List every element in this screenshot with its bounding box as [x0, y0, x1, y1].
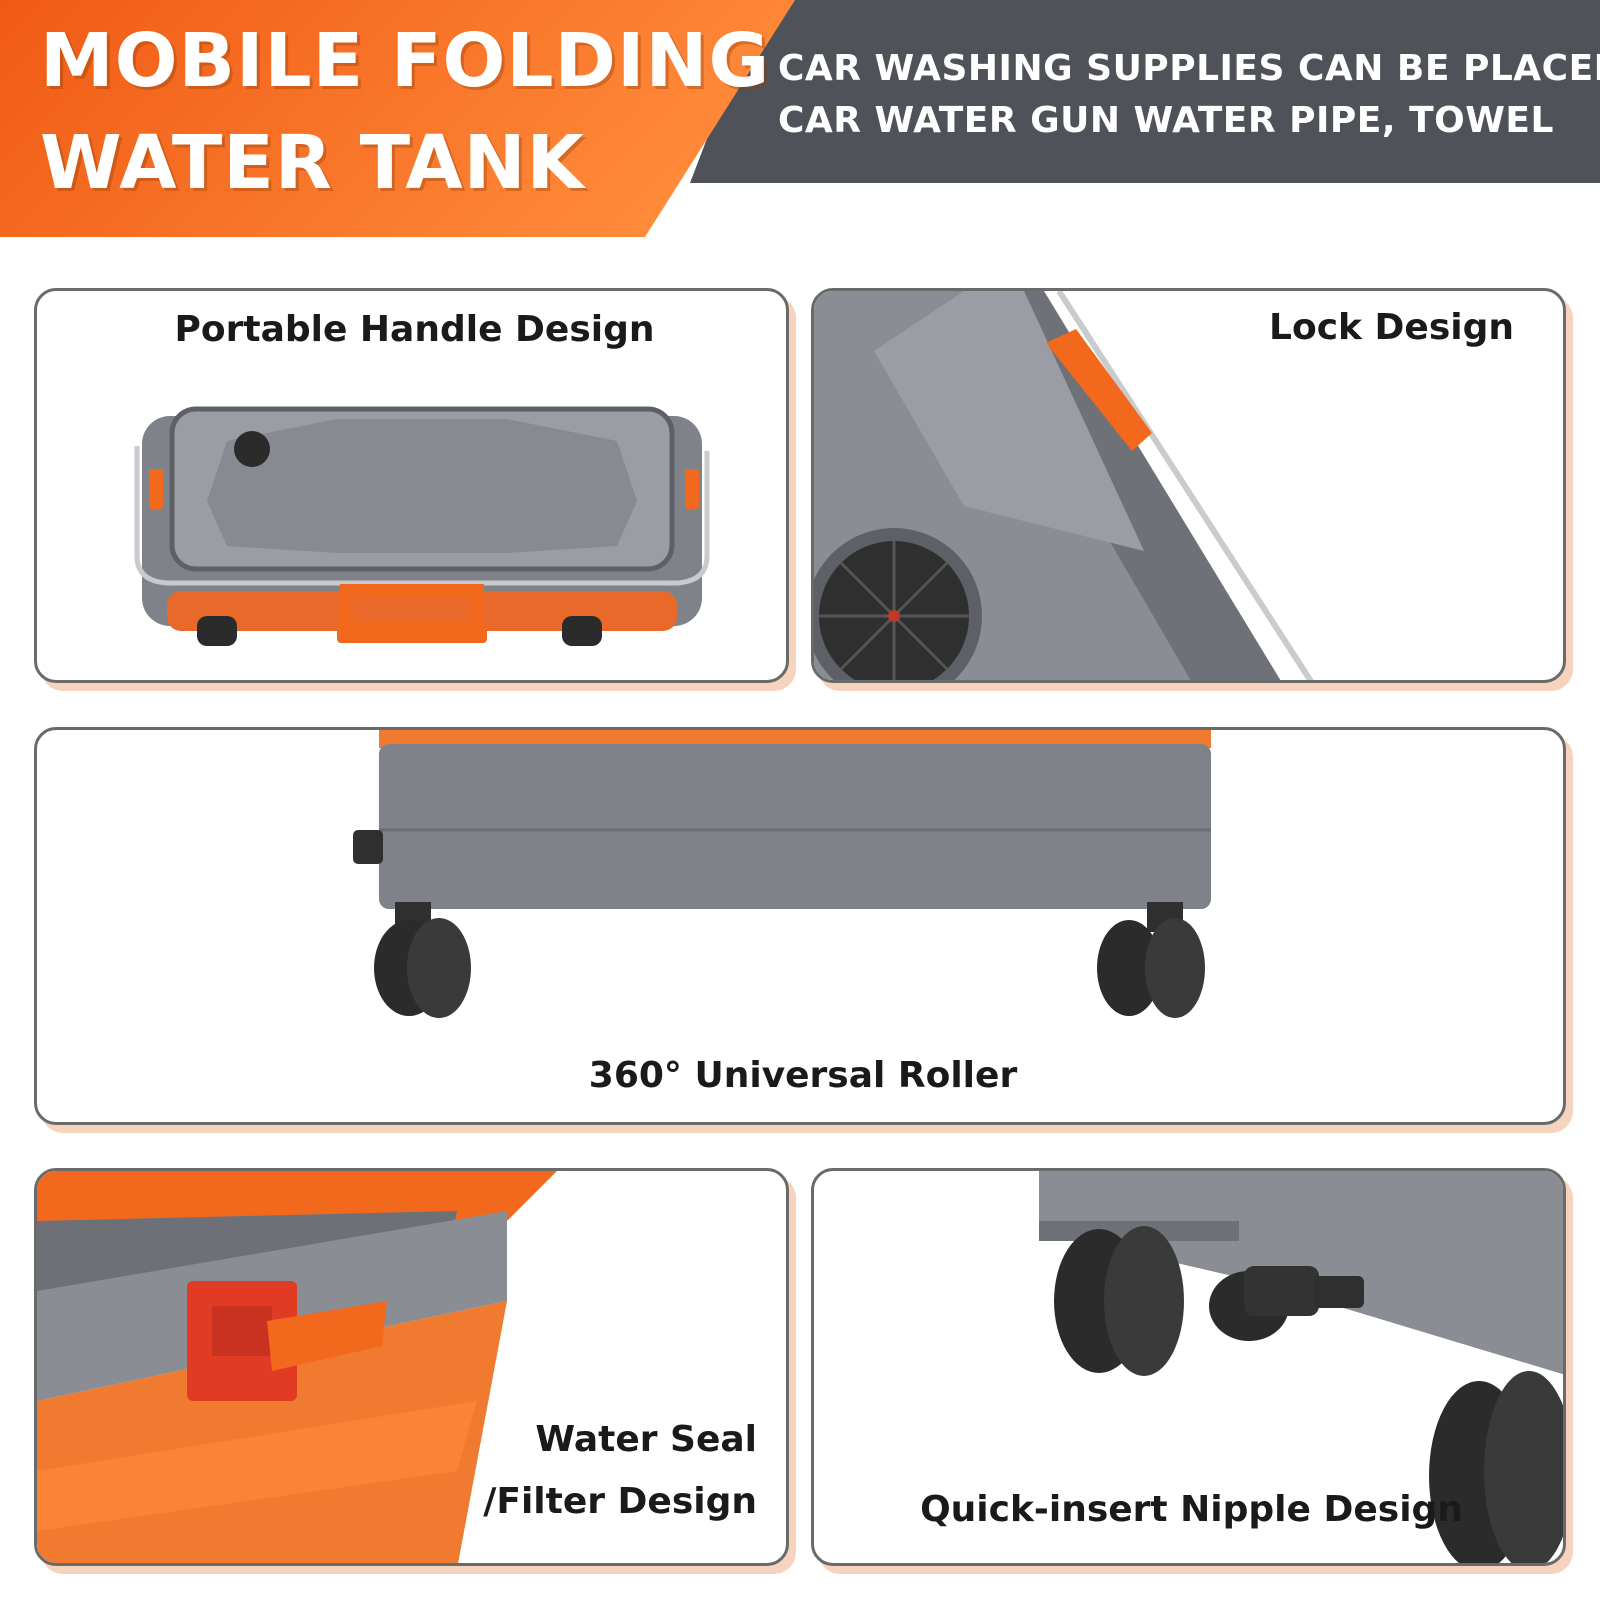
caption-lock: Lock Design	[1269, 307, 1514, 348]
lock-closeup-image	[814, 291, 1314, 680]
subtitle-line-2: CAR WATER GUN WATER PIPE, TOWEL	[778, 100, 1554, 141]
water-seal-closeup-image	[37, 1171, 557, 1563]
header-banner	[0, 0, 1600, 237]
caption-water-seal-line-2: /Filter Design	[483, 1481, 757, 1522]
nipple-closeup-image	[1039, 1171, 1563, 1563]
caption-universal-roller: 360° Universal Roller	[588, 1055, 1018, 1096]
title-band	[0, 0, 795, 237]
panel-universal-roller: 360° Universal Roller	[34, 727, 1566, 1125]
subtitle-line-1: CAR WASHING SUPPLIES CAN BE PLACED	[778, 48, 1600, 89]
caption-portable-handle: Portable Handle Design	[174, 309, 655, 350]
panel-portable-handle: Portable Handle Design	[34, 288, 789, 683]
caption-water-seal-line-1: Water Seal	[535, 1419, 757, 1460]
panel-water-seal: Water Seal /Filter Design	[34, 1168, 789, 1566]
panel-quick-insert-nipple: Quick-insert Nipple Design	[811, 1168, 1566, 1566]
page-title-line-1: MOBILE FOLDING	[40, 18, 771, 104]
caption-quick-insert-nipple: Quick-insert Nipple Design	[920, 1489, 1463, 1530]
roller-side-view-image	[353, 730, 1211, 1018]
subtitle-band	[690, 0, 1600, 183]
page-title-line-2: WATER TANK	[40, 120, 585, 206]
panel-lock: Lock Design	[811, 288, 1566, 683]
tank-top-view-image	[134, 406, 710, 646]
